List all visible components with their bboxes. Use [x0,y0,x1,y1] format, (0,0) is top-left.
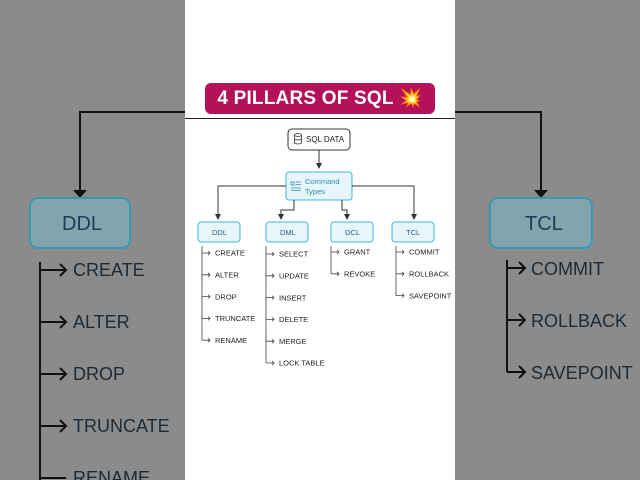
sql-command-diagram: SQL DATA Command Types DDL [197,128,452,368]
category-label-dml: DML [280,228,296,237]
category-label-ddl: DDL [212,228,227,237]
left-zoom-ddl: DDL [62,213,102,235]
right-background-panel: TCL COMMIT ROLLBACK SAVEPOINT [455,0,640,480]
list-icon [290,181,301,191]
leaf-item: GRANT [344,248,371,257]
leaf-item: INSERT [279,293,307,302]
leaf-items: CREATE ALTER DROP TRUNCATE RENAME SELECT UPDAT… [201,246,452,368]
left-zoom-item-3: DROP [73,364,125,384]
leaf-arrow-icon [202,250,211,256]
leaf-arrow-icon [266,273,275,279]
leaf-item: SELECT [279,250,309,259]
leaf-arrow-icon [266,338,275,344]
command-types-label-line1: Command [305,177,340,186]
left-zoom-item-4: TRUNCATE [73,416,170,436]
category-node-ddl: DDL [197,221,241,243]
leaf-arrow-icon [266,251,275,257]
leaf-item: COMMIT [409,248,440,257]
title-banner: 4 PILLARS OF SQL 💥 [205,83,435,114]
category-node-tcl: TCL [391,221,435,243]
leaf-item: DELETE [279,315,308,324]
leaf-item: TRUNCATE [215,314,255,323]
left-background-panel: DDL CREATE ALTER DROP TRUNCATE RENAME [0,0,185,480]
leaf-arrow-icon [202,272,211,278]
leaf-item: MERGE [279,337,307,346]
category-label-tcl: TCL [406,228,420,237]
root-node: SQL DATA [287,128,351,151]
leaf-item: SAVEPOINT [409,291,452,300]
leaf-arrow-icon [396,249,405,255]
explosion-emoji-icon: 💥 [398,88,423,109]
leaf-item: CREATE [215,249,245,258]
main-card: 4 PILLARS OF SQL 💥 SQL DATA [185,0,455,480]
leaf-arrow-icon [266,295,275,300]
leaf-arrow-icon [396,293,405,298]
database-icon [294,133,302,145]
right-zoom-item-2: ROLLBACK [531,311,627,331]
left-zoom-item-5: RENAME [73,468,150,480]
page-title: 4 PILLARS OF SQL [217,88,394,109]
command-types-node: Command Types [285,171,353,201]
leaf-item: DROP [215,292,237,301]
leaf-arrow-icon [202,316,211,321]
leaf-arrow-icon [331,271,340,277]
root-label: SQL DATA [306,135,345,144]
left-background-zoom: DDL CREATE ALTER DROP TRUNCATE RENAME [29,111,185,480]
leaf-item: RENAME [215,336,247,345]
right-zoom-item-3: SAVEPOINT [531,363,633,383]
left-zoom-item-1: CREATE [73,260,145,280]
leaf-item: ROLLBACK [409,270,449,279]
right-zoom-item-1: COMMIT [531,259,604,279]
leaf-item: REVOKE [344,270,375,279]
leaf-arrow-icon [266,360,275,366]
right-zoom-tcl: TCL [525,213,563,235]
left-zoom-item-2: ALTER [73,312,130,332]
right-background-zoom: TCL COMMIT ROLLBACK SAVEPOINT [455,111,633,383]
leaf-arrow-icon [266,317,275,322]
title-divider [185,118,455,119]
leaf-arrow-icon [331,249,340,255]
command-types-label-line2: Types [305,187,325,196]
category-node-dcl: DCL [330,221,374,243]
leaf-arrow-icon [202,337,211,343]
category-label-dcl: DCL [345,228,360,237]
leaf-item: LOCK TABLE [279,359,325,368]
category-node-dml: DML [265,221,309,243]
branch-connectors [215,185,417,220]
leaf-item: ALTER [215,271,239,280]
leaf-arrow-icon [202,294,211,299]
leaf-item: UPDATE [279,272,309,281]
leaf-arrow-icon [396,271,405,277]
